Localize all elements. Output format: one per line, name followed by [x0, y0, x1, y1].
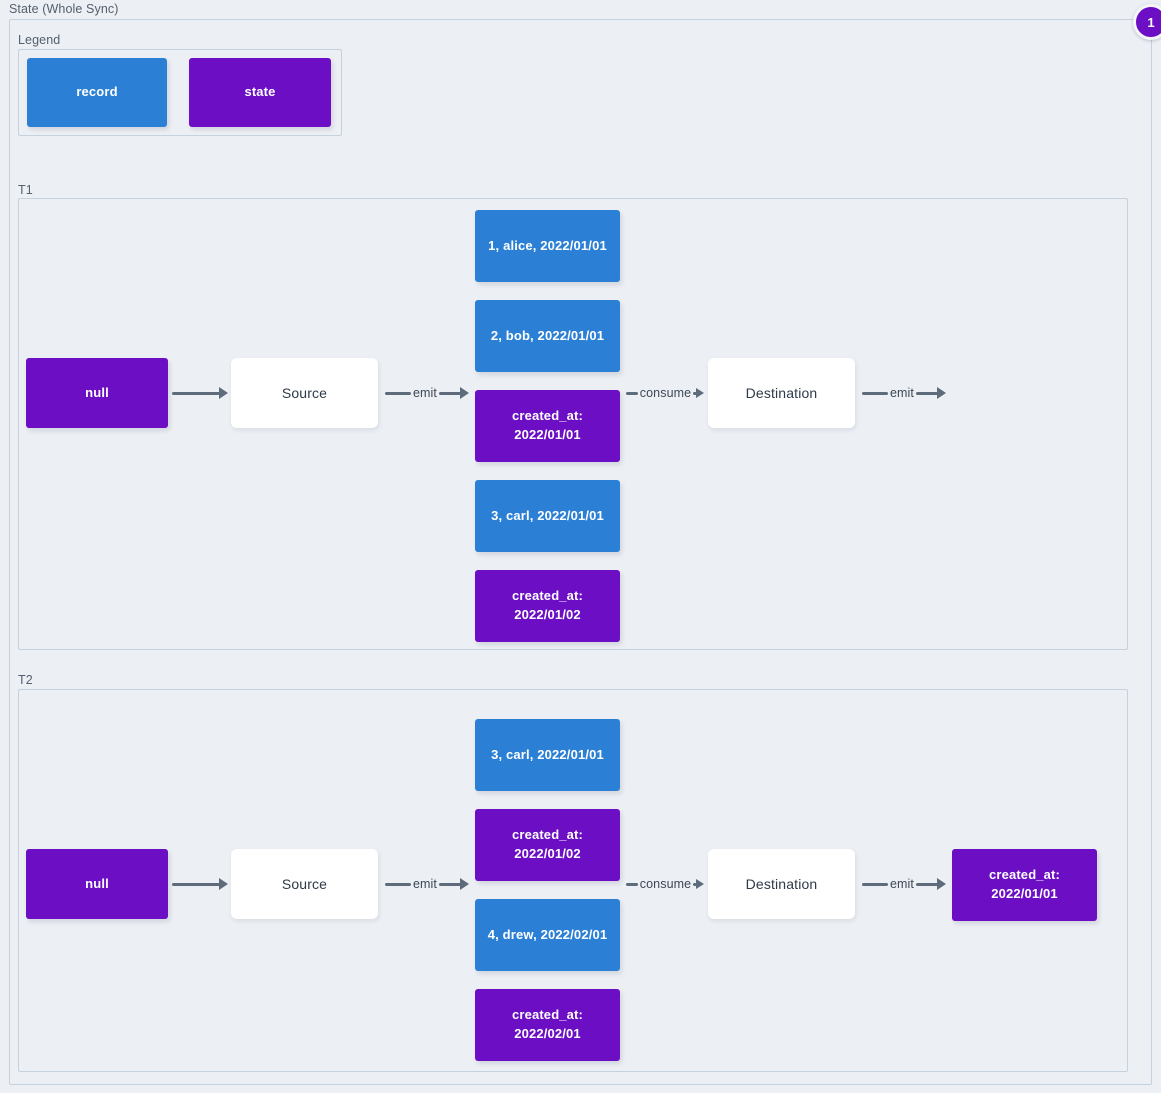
group-label-t2: T2	[18, 673, 33, 687]
t1-stream-item-2-line1: created_at:	[511, 408, 584, 424]
t1-stream-item-4-line1: created_at:	[511, 588, 584, 604]
t2-stream-item-3-line2: 2022/02/01	[514, 1026, 581, 1041]
t2-stream-item-1-line1: created_at:	[511, 827, 584, 843]
legend-frame	[18, 49, 342, 136]
diagram-frame	[9, 19, 1152, 1085]
group-frame-t1	[18, 198, 1128, 650]
t2-source-node: Source	[231, 849, 378, 919]
diagram-title: State (Whole Sync)	[9, 2, 119, 16]
t2-stream-item-3: created_at: 2022/02/01	[475, 989, 620, 1061]
t2-stream-item-1-line2: 2022/01/02	[514, 846, 581, 861]
t1-stream-item-4: created_at: 2022/01/02	[475, 570, 620, 642]
t1-source-node: Source	[231, 358, 378, 428]
t2-final-state-line1: created_at:	[988, 867, 1061, 883]
t1-stream-item-4-line2: 2022/01/02	[514, 607, 581, 622]
t1-stream-item-0: 1, alice, 2022/01/01	[475, 210, 620, 282]
t2-destination-node: Destination	[708, 849, 855, 919]
legend-title: Legend	[18, 33, 61, 47]
legend-swatch-record: record	[27, 58, 167, 127]
t1-stream-item-2-line2: 2022/01/01	[514, 427, 581, 442]
t2-final-state-line2: 2022/01/01	[991, 886, 1058, 901]
t1-stream-item-3: 3, carl, 2022/01/01	[475, 480, 620, 552]
step-badge[interactable]: 1	[1133, 4, 1161, 40]
t1-initial-state: null	[26, 358, 168, 428]
t1-stream-item-2: created_at: 2022/01/01	[475, 390, 620, 462]
legend-swatch-state: state	[189, 58, 331, 127]
group-label-t1: T1	[18, 183, 33, 197]
t2-initial-state: null	[26, 849, 168, 919]
t2-stream-item-1: created_at: 2022/01/02	[475, 809, 620, 881]
t1-destination-node: Destination	[708, 358, 855, 428]
t2-stream-item-0: 3, carl, 2022/01/01	[475, 719, 620, 791]
t2-final-state: created_at: 2022/01/01	[952, 849, 1097, 921]
t2-stream-item-3-line1: created_at:	[511, 1007, 584, 1023]
group-frame-t2	[18, 689, 1128, 1072]
t1-stream-item-1: 2, bob, 2022/01/01	[475, 300, 620, 372]
t2-stream-item-2: 4, drew, 2022/02/01	[475, 899, 620, 971]
